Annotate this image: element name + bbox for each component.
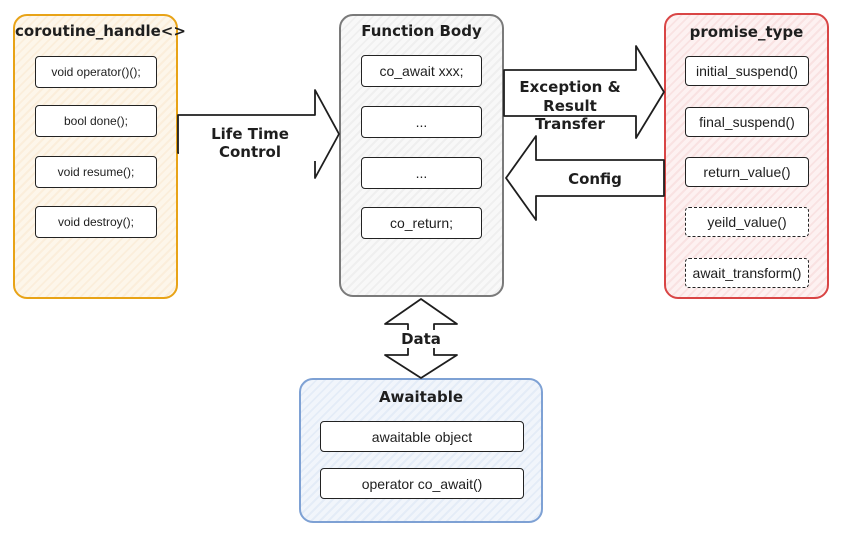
function-body-panel: Function Body co_await xxx; ... ... co_r… bbox=[339, 14, 504, 297]
method-initial-suspend: initial_suspend() bbox=[685, 56, 809, 86]
exception-label-line2: Result Transfer bbox=[535, 97, 605, 133]
config-label: Config bbox=[568, 170, 622, 188]
method-operator-call: void operator()(); bbox=[35, 56, 157, 88]
method-destroy: void destroy(); bbox=[35, 206, 157, 238]
statement-co-return: co_return; bbox=[361, 207, 482, 239]
awaitable-panel: Awaitable awaitable object operator co_a… bbox=[299, 378, 543, 523]
method-await-transform: await_transform() bbox=[685, 258, 809, 288]
awaitable-object: awaitable object bbox=[320, 421, 524, 452]
promise-type-title: promise_type bbox=[689, 23, 804, 41]
statement-ellipsis-2: ... bbox=[361, 157, 482, 189]
method-yeild-value: yeild_value() bbox=[685, 207, 809, 237]
promise-type-panel: promise_type initial_suspend() final_sus… bbox=[664, 13, 829, 299]
config-arrow bbox=[505, 135, 665, 221]
method-final-suspend: final_suspend() bbox=[685, 107, 809, 137]
function-body-title: Function Body bbox=[361, 22, 482, 40]
method-return-value: return_value() bbox=[685, 157, 809, 187]
statement-ellipsis-1: ... bbox=[361, 106, 482, 138]
data-label: Data bbox=[396, 330, 446, 348]
method-resume: void resume(); bbox=[35, 156, 157, 188]
exception-arrow bbox=[503, 45, 665, 139]
lifetime-label: Life Time Control bbox=[179, 125, 321, 161]
awaitable-title: Awaitable bbox=[378, 388, 464, 406]
statement-co-await: co_await xxx; bbox=[361, 55, 482, 87]
coroutine-handle-title: coroutine_handle<> bbox=[15, 22, 186, 40]
method-done: bool done(); bbox=[35, 105, 157, 137]
exception-label-line1: Exception & bbox=[519, 78, 621, 96]
coroutine-handle-panel: coroutine_handle<> void operator()(); bo… bbox=[13, 14, 186, 299]
operator-co-await: operator co_await() bbox=[320, 468, 524, 499]
